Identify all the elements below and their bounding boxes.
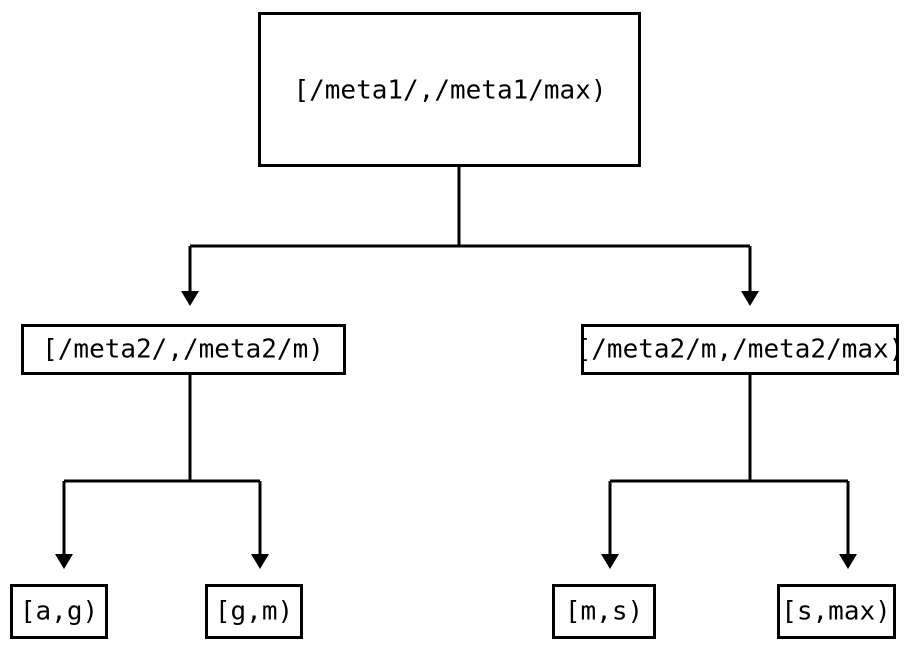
arrowhead-to-leaf-4 xyxy=(839,554,857,569)
node-leaf-4-box xyxy=(777,584,896,639)
node-leaf-2-label: [g,m) xyxy=(215,597,293,627)
edge-group-mid-left xyxy=(55,374,269,569)
node-mid-left[interactable]: [/meta2/,/meta2/m) xyxy=(21,324,346,375)
node-leaf-3[interactable]: [m,s) xyxy=(552,584,656,639)
node-leaf-3-box xyxy=(552,584,656,639)
node-leaf-1[interactable]: [a,g) xyxy=(10,584,108,639)
node-leaf-1-label: [a,g) xyxy=(20,597,98,627)
node-root-label: [/meta1/,/meta1/max) xyxy=(293,76,606,106)
node-leaf-2-box xyxy=(205,584,303,639)
edge-group-root xyxy=(181,166,759,306)
node-leaf-1-box xyxy=(10,584,108,639)
node-mid-right-box xyxy=(581,324,899,375)
node-mid-left-box xyxy=(21,324,346,375)
arrowhead-to-leaf-2 xyxy=(251,554,269,569)
arrowhead-to-leaf-1 xyxy=(55,554,73,569)
arrowhead-to-mid-left xyxy=(181,291,199,306)
node-mid-left-label: [/meta2/,/meta2/m) xyxy=(42,335,324,365)
node-mid-right-label: [/meta2/m,/meta2/max) xyxy=(576,335,905,365)
node-leaf-4[interactable]: [s,max) xyxy=(777,584,896,639)
node-leaf-3-label: [m,s) xyxy=(565,597,643,627)
node-root-box xyxy=(258,12,641,167)
arrowhead-to-mid-right xyxy=(741,291,759,306)
node-leaf-2[interactable]: [g,m) xyxy=(205,584,303,639)
edge-group-mid-right xyxy=(601,374,857,569)
node-mid-right[interactable]: [/meta2/m,/meta2/max) xyxy=(576,324,905,375)
arrowhead-to-leaf-3 xyxy=(601,554,619,569)
node-leaf-4-label: [s,max) xyxy=(781,597,891,627)
node-root[interactable]: [/meta1/,/meta1/max) xyxy=(258,12,641,167)
